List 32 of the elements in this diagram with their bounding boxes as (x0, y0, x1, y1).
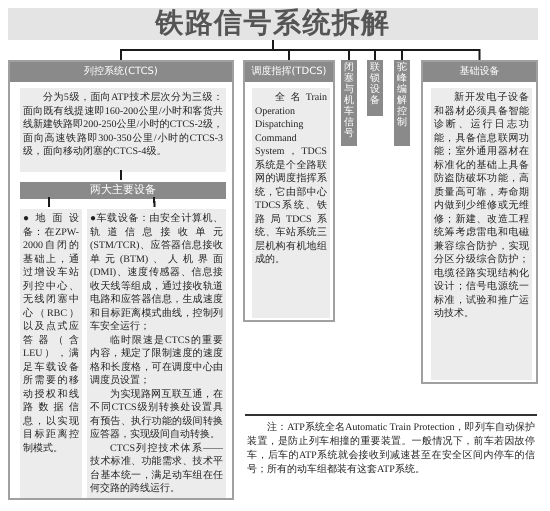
section-band (20, 182, 226, 199)
panel (421, 60, 538, 384)
panel (243, 60, 335, 322)
vertical-heading: 联锁设备 (370, 62, 380, 108)
connector-line (120, 170, 122, 180)
vertical-heading: 驼峰编解控制 (397, 62, 407, 130)
text-box (87, 209, 226, 498)
vertical-tab (367, 60, 383, 116)
text-box (20, 209, 82, 498)
panel-heading: 基础设备 (460, 64, 500, 79)
panel (8, 60, 234, 500)
connector-line (272, 40, 480, 60)
paragraph-text: 新开发电子设备和器材必须具备智能诊断、运行日志功能，具备信息联网功能；室外通用器材在标准化的基础上具备防盗防破坏功能，高质量高可靠，寿命期内做到少维修或无维修；新建、改造工程统筹考虑雷电和电磁兼容综合防护，实现分区分级综合防护；电缆径路实现结构化设计；信号电源统一标准，试验和推广运动技术。 (434, 91, 529, 320)
footnote-text: 注：ATP系统全名Automatic Train Protection，即列车自动保护装置，是防止列车相撞的重要装置。一般情况下，前车若因故停车，后车的ATP系统就会接收到减速甚至在安全区间内停车的信号；所有的动车组都装有这套ATP系统。 (247, 421, 535, 477)
connector-line (48, 197, 50, 207)
panel-heading: 调度指挥(TDCS) (252, 64, 326, 79)
paragraph-text: ●地面设备：在ZPW-2000自闭的基础上，通过增设车站列控中心、无线闭塞中心（RBC）以及点式应答器（含LEU），满足车载设备所需要的移动授权和线路数据信息，以实现目标距离控制模式。 (23, 212, 79, 455)
paragraph-text: 为实现路网互联互通，在不同CTCS级别转换处设置具有预告、执行功能的级间转换应答器，实现级间自动转换。 (90, 388, 223, 442)
title-band (8, 8, 538, 40)
text-box (20, 88, 226, 172)
section-heading: 两大主要设备 (90, 182, 156, 198)
vertical-heading: 闭塞与机车信号 (344, 62, 354, 141)
paragraph-text: CTCS列控技术体系——技术标准、功能需求、技术平台基本统一，满足动车组在任何交路的跨线运行。 (90, 442, 223, 496)
paragraph-text: ●车载设备：由安全计算机、轨道信息接收单元(STM/TCR)、应答器信息接收单元(BTM)、人机界面(DMI)、速度传感器、信息接收天线等组成，通过接收轨道电路和应答器信息，生成速度和目标距离模式曲线，控制列车安全运行； (90, 212, 223, 334)
paragraph-text: 全名Train Operation Dispatching Command System，TDCS系统是个全路联网的调度指挥系统，它由部中心TDCS系统、铁路局TDCS系统、车站系统三层机构有机地组成的。 (255, 91, 327, 266)
connector-line (153, 197, 156, 207)
vertical-tab (394, 60, 410, 146)
vertical-tab (341, 60, 357, 146)
paragraph-text: 临时限速是CTCS的重要内容，规定了限制速度的速度格和长度格，可在调度中心由调度员设置； (90, 334, 223, 388)
paragraph-text: 分为5级，面向ATP技术层次分为三级：面向既有线提速即160-200公里/小时和客货共线新建铁路即200-250公里/小时的CTCS-2级，面向高速铁路即300-350公里/小时的CTCS-3级，面向移动闭塞的CTCS-4级。 (23, 91, 223, 158)
panel-heading: 列控系统(CTCS) (84, 64, 158, 79)
title-text: 铁路信号系统拆解 (155, 10, 391, 38)
